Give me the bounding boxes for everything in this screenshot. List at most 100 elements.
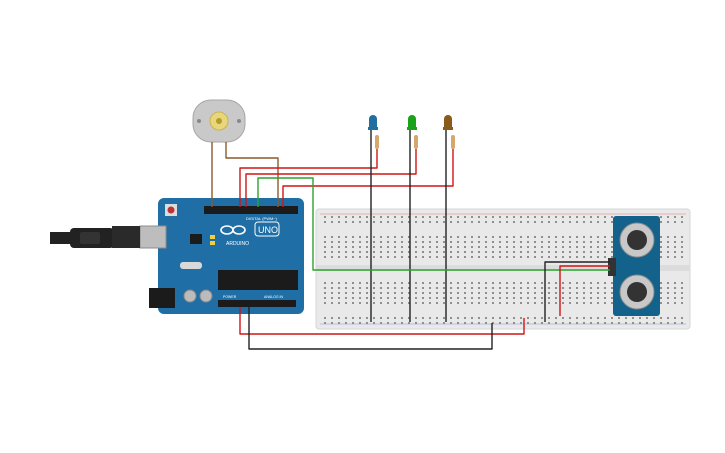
breadboard-hole[interactable] <box>359 246 361 248</box>
breadboard-hole[interactable] <box>464 221 466 223</box>
breadboard-hole[interactable] <box>681 256 683 258</box>
breadboard-hole[interactable] <box>436 236 438 238</box>
breadboard-hole[interactable] <box>562 317 564 319</box>
breadboard-hole[interactable] <box>590 322 592 324</box>
breadboard-hole[interactable] <box>415 292 417 294</box>
breadboard-hole[interactable] <box>632 322 634 324</box>
breadboard-hole[interactable] <box>471 256 473 258</box>
breadboard-hole[interactable] <box>548 292 550 294</box>
breadboard-hole[interactable] <box>583 322 585 324</box>
breadboard-hole[interactable] <box>366 322 368 324</box>
breadboard-hole[interactable] <box>457 251 459 253</box>
breadboard-hole[interactable] <box>485 322 487 324</box>
breadboard-hole[interactable] <box>667 246 669 248</box>
breadboard-hole[interactable] <box>394 251 396 253</box>
breadboard-hole[interactable] <box>408 236 410 238</box>
breadboard-hole[interactable] <box>562 221 564 223</box>
breadboard-hole[interactable] <box>464 282 466 284</box>
breadboard-hole[interactable] <box>513 287 515 289</box>
breadboard-hole[interactable] <box>394 287 396 289</box>
breadboard-hole[interactable] <box>366 292 368 294</box>
breadboard-hole[interactable] <box>569 317 571 319</box>
breadboard-hole[interactable] <box>478 256 480 258</box>
breadboard-hole[interactable] <box>590 287 592 289</box>
breadboard-hole[interactable] <box>541 251 543 253</box>
breadboard-hole[interactable] <box>590 282 592 284</box>
breadboard-hole[interactable] <box>611 317 613 319</box>
breadboard-hole[interactable] <box>569 256 571 258</box>
breadboard-hole[interactable] <box>457 216 459 218</box>
breadboard-hole[interactable] <box>471 236 473 238</box>
breadboard-hole[interactable] <box>387 282 389 284</box>
breadboard-hole[interactable] <box>457 241 459 243</box>
breadboard-hole[interactable] <box>646 322 648 324</box>
breadboard-hole[interactable] <box>450 246 452 248</box>
breadboard-hole[interactable] <box>359 236 361 238</box>
breadboard-hole[interactable] <box>380 256 382 258</box>
breadboard-hole[interactable] <box>506 216 508 218</box>
breadboard-hole[interactable] <box>422 241 424 243</box>
breadboard-hole[interactable] <box>597 297 599 299</box>
breadboard-hole[interactable] <box>345 236 347 238</box>
breadboard-hole[interactable] <box>513 216 515 218</box>
breadboard-hole[interactable] <box>457 292 459 294</box>
breadboard-hole[interactable] <box>562 322 564 324</box>
breadboard-hole[interactable] <box>674 241 676 243</box>
breadboard-hole[interactable] <box>534 292 536 294</box>
breadboard-hole[interactable] <box>541 256 543 258</box>
breadboard-hole[interactable] <box>408 216 410 218</box>
breadboard-hole[interactable] <box>338 251 340 253</box>
breadboard-hole[interactable] <box>597 322 599 324</box>
breadboard-hole[interactable] <box>674 292 676 294</box>
breadboard-hole[interactable] <box>492 292 494 294</box>
breadboard-hole[interactable] <box>597 287 599 289</box>
breadboard-hole[interactable] <box>569 216 571 218</box>
breadboard-hole[interactable] <box>681 317 683 319</box>
breadboard-hole[interactable] <box>359 256 361 258</box>
breadboard-hole[interactable] <box>681 251 683 253</box>
breadboard-hole[interactable] <box>422 221 424 223</box>
breadboard-hole[interactable] <box>548 251 550 253</box>
breadboard-hole[interactable] <box>471 246 473 248</box>
breadboard-hole[interactable] <box>555 216 557 218</box>
breadboard-hole[interactable] <box>485 251 487 253</box>
led-blue[interactable] <box>368 115 379 149</box>
breadboard-hole[interactable] <box>527 287 529 289</box>
breadboard-hole[interactable] <box>471 292 473 294</box>
breadboard-hole[interactable] <box>604 216 606 218</box>
breadboard-hole[interactable] <box>520 256 522 258</box>
breadboard-hole[interactable] <box>499 302 501 304</box>
breadboard-hole[interactable] <box>520 287 522 289</box>
breadboard-hole[interactable] <box>394 302 396 304</box>
breadboard-hole[interactable] <box>576 302 578 304</box>
breadboard-hole[interactable] <box>373 297 375 299</box>
breadboard-hole[interactable] <box>352 282 354 284</box>
breadboard-hole[interactable] <box>485 256 487 258</box>
breadboard-hole[interactable] <box>681 302 683 304</box>
breadboard-hole[interactable] <box>324 221 326 223</box>
breadboard-hole[interactable] <box>534 287 536 289</box>
breadboard-hole[interactable] <box>359 221 361 223</box>
breadboard-hole[interactable] <box>604 236 606 238</box>
breadboard-hole[interactable] <box>366 282 368 284</box>
breadboard-hole[interactable] <box>604 282 606 284</box>
breadboard-hole[interactable] <box>660 317 662 319</box>
breadboard-hole[interactable] <box>576 246 578 248</box>
breadboard-hole[interactable] <box>394 292 396 294</box>
breadboard-hole[interactable] <box>352 246 354 248</box>
breadboard-hole[interactable] <box>499 241 501 243</box>
breadboard-hole[interactable] <box>611 216 613 218</box>
breadboard-hole[interactable] <box>366 287 368 289</box>
breadboard-hole[interactable] <box>464 216 466 218</box>
breadboard-hole[interactable] <box>408 302 410 304</box>
breadboard-hole[interactable] <box>583 317 585 319</box>
breadboard-hole[interactable] <box>555 322 557 324</box>
breadboard-hole[interactable] <box>394 241 396 243</box>
breadboard-hole[interactable] <box>380 221 382 223</box>
breadboard-hole[interactable] <box>331 297 333 299</box>
breadboard-hole[interactable] <box>583 282 585 284</box>
breadboard-hole[interactable] <box>611 251 613 253</box>
breadboard-hole[interactable] <box>408 256 410 258</box>
breadboard-hole[interactable] <box>590 251 592 253</box>
breadboard-hole[interactable] <box>359 287 361 289</box>
